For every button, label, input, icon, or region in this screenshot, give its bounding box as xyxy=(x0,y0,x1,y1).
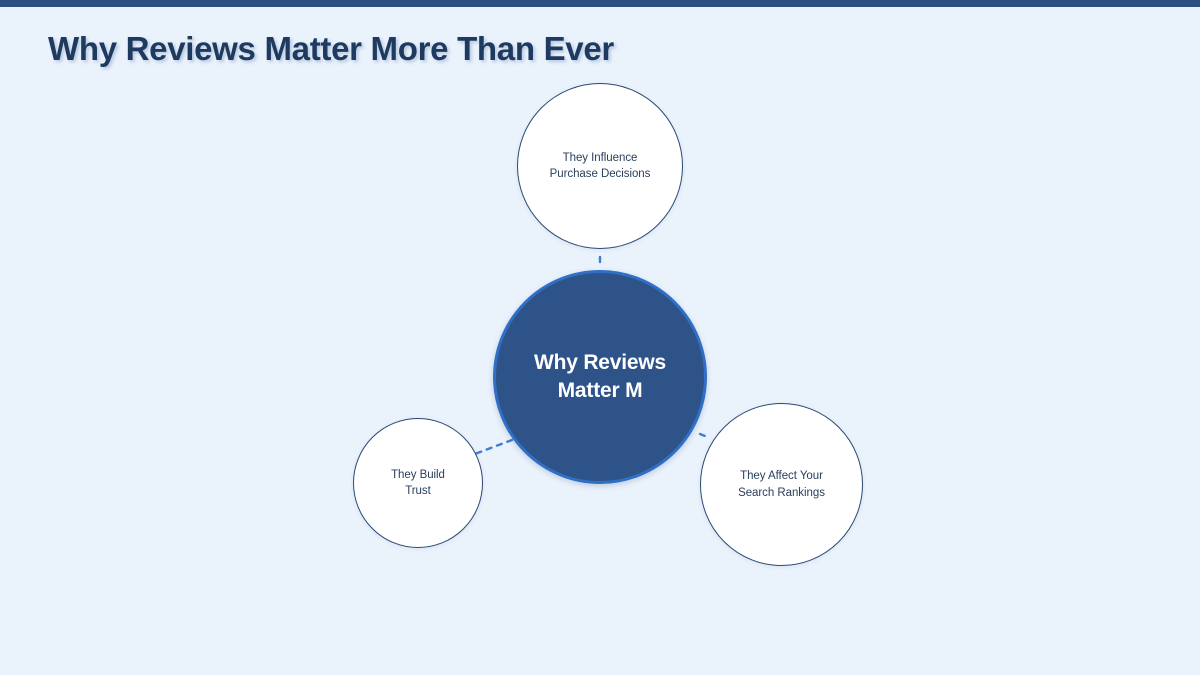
connector-center-to-right xyxy=(698,432,712,440)
diagram-node-center-label: Why Reviews Matter M xyxy=(533,351,666,402)
diagram-node-center[interactable]: Why Reviews Matter M xyxy=(493,270,707,484)
top-accent-bar xyxy=(0,0,1200,7)
diagram-node-top[interactable]: They Influence Purchase Decisions xyxy=(517,83,683,249)
diagram-node-left[interactable]: They Build Trust xyxy=(353,418,483,548)
diagram-node-left-label: They Build Trust xyxy=(391,468,445,497)
diagram-node-right-label: They Affect Your Search Rankings xyxy=(738,470,825,499)
diagram-node-right[interactable]: They Affect Your Search Rankings xyxy=(700,403,863,566)
connector-center-to-left xyxy=(470,438,514,457)
page-title: Why Reviews Matter More Than Ever xyxy=(48,30,614,67)
diagram-node-top-label: They Influence Purchase Decisions xyxy=(549,151,651,180)
